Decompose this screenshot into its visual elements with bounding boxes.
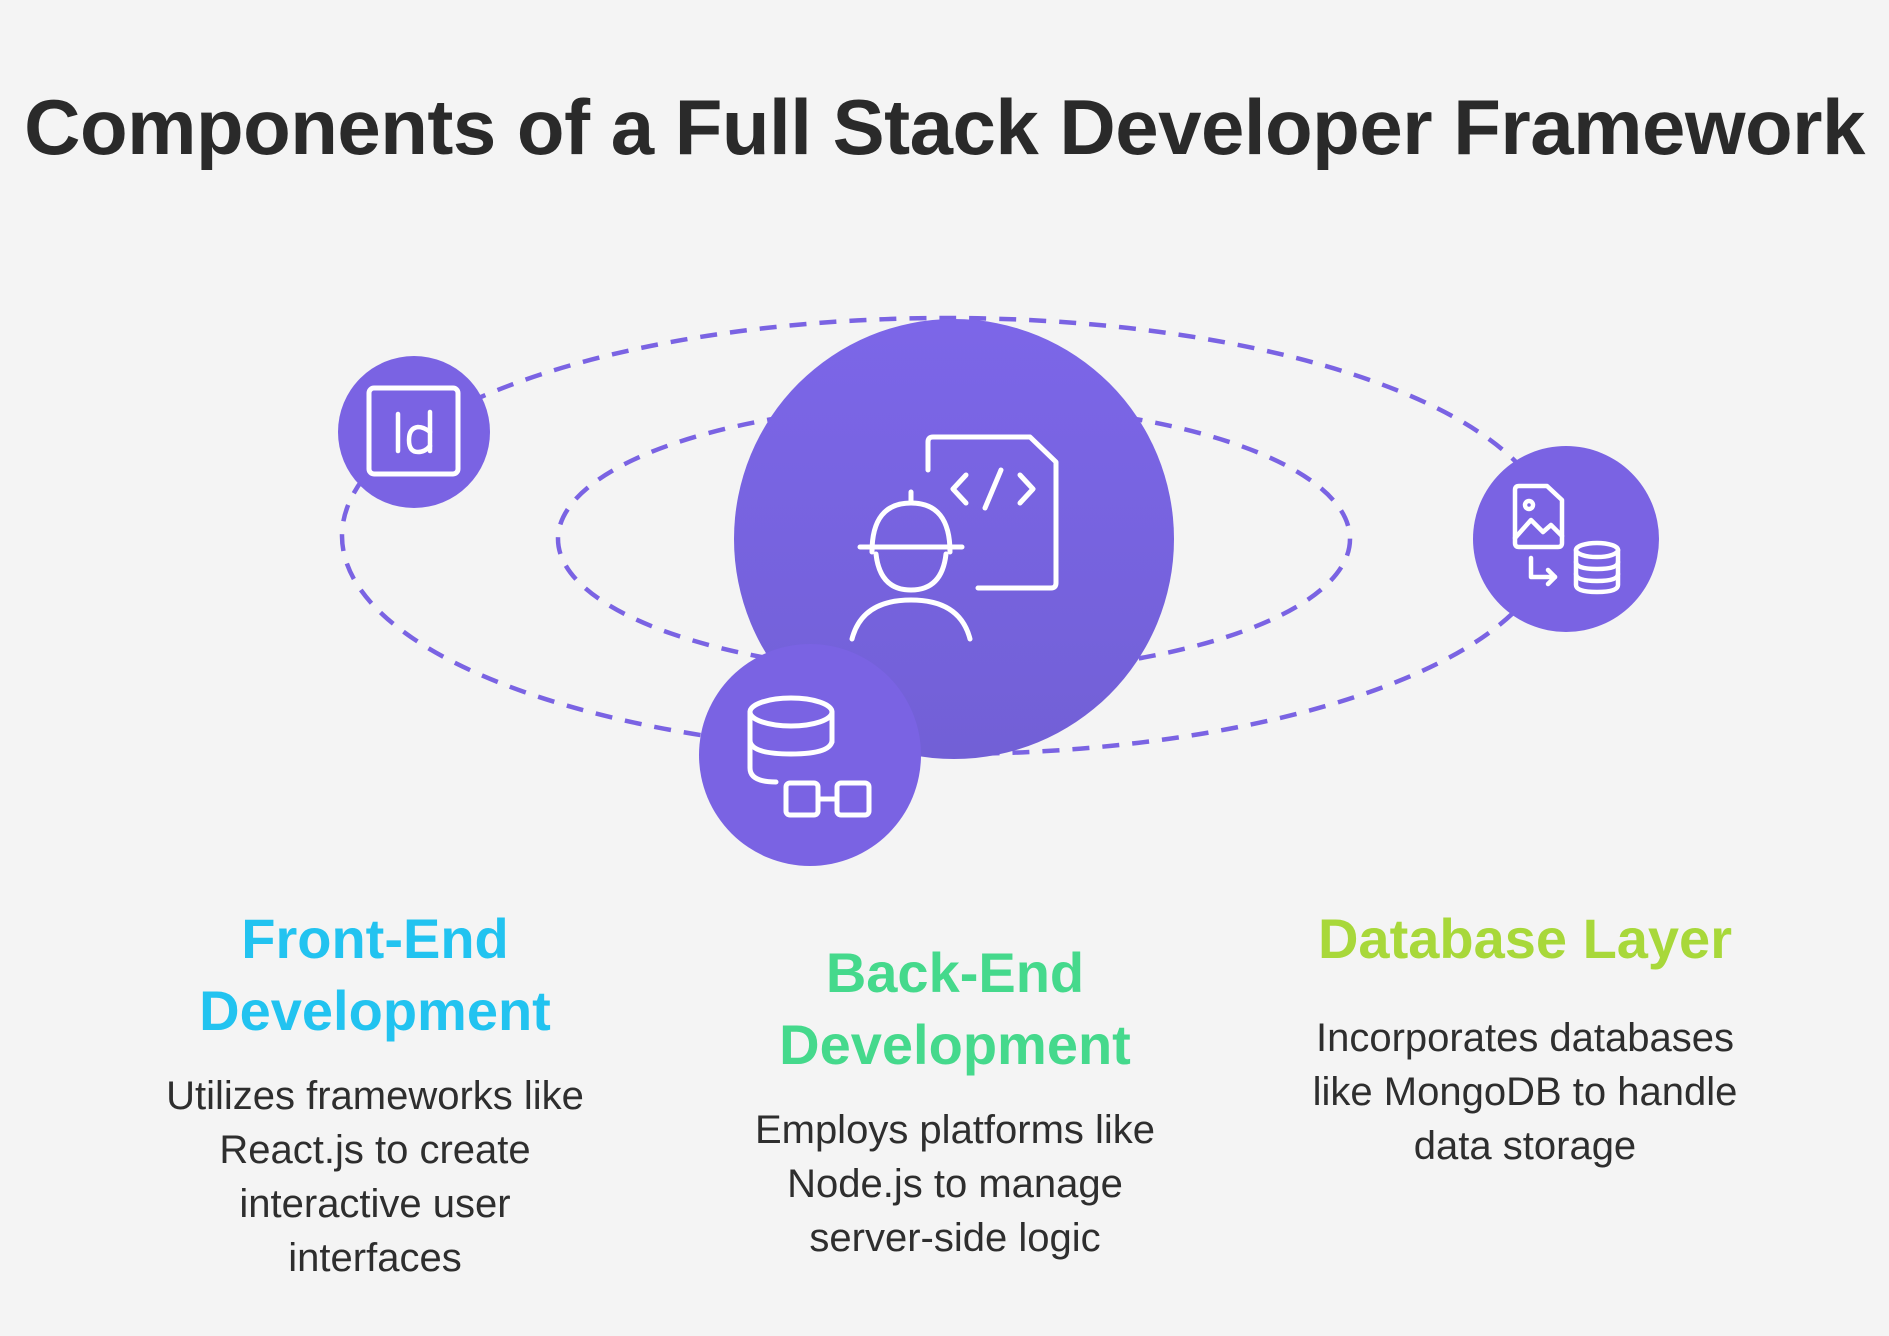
frontend-desc-line: React.js to create [219,1128,531,1172]
frontend-description: Utilizes frameworks like React.js to cre… [120,1069,630,1285]
frontend-desc-line: Utilizes frameworks like [166,1074,584,1118]
database-node [1473,446,1659,632]
backend-desc-line: server-side logic [809,1216,1101,1260]
database-section: Database Layer Incorporates databases li… [1270,903,1780,1173]
database-desc-line: Incorporates databases [1315,1016,1735,1060]
database-desc-line: like MongoDB to handle [1312,1070,1738,1114]
page-title: Components of a Full Stack Developer Fra… [24,83,1865,171]
frontend-desc-line: interactive user [239,1182,511,1226]
database-description: Incorporates databases like MongoDB to h… [1270,1011,1780,1173]
database-network-icon [747,695,872,818]
frontend-heading-line: Development [199,979,551,1042]
backend-description: Employs platforms like Node.js to manage… [700,1103,1210,1265]
backend-heading-line: Back-End [825,941,1085,1004]
backend-heading: Back-End Development [700,937,1210,1081]
backend-section: Back-End Development Employs platforms l… [700,937,1210,1265]
developer-code-icon [849,434,1059,642]
frontend-node [338,356,490,508]
backend-heading-line: Development [779,1013,1131,1076]
database-heading: Database Layer [1270,903,1780,975]
database-desc-line: data storage [1413,1124,1637,1168]
backend-desc-line: Employs platforms like [754,1108,1156,1152]
frontend-heading-line: Front-End [241,907,509,970]
orbit-diagram [338,315,1659,866]
backend-desc-line: Node.js to manage [787,1162,1123,1206]
frontend-heading: Front-End Development [120,903,630,1047]
file-to-database-icon [1512,483,1621,595]
frontend-section: Front-End Development Utilizes framework… [120,903,630,1285]
backend-node [699,644,921,866]
database-heading-line: Database Layer [1317,907,1732,970]
center-node [734,319,1174,759]
indesign-icon [366,385,461,477]
frontend-desc-line: interfaces [288,1236,462,1280]
